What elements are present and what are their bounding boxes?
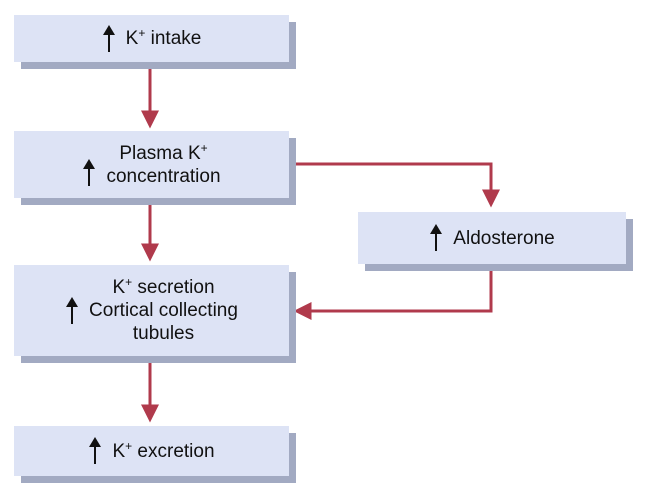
plasma-line-2: concentration: [106, 165, 221, 187]
excretion-text: excretion: [132, 440, 215, 462]
k-charge: +: [125, 275, 133, 289]
k-charge: +: [125, 438, 133, 453]
node-plasma-k-concentration: Plasma K+ concentration: [14, 131, 289, 198]
node-k-excretion-label: K+ excretion: [112, 440, 214, 463]
secretion-text: secretion: [132, 277, 215, 298]
arrow-up-icon: [430, 224, 443, 251]
secretion-line-2: Cortical collecting: [89, 300, 238, 321]
secretion-line-3: tubules: [132, 323, 195, 344]
node-aldosterone-label: Aldosterone: [453, 227, 555, 249]
node-k-intake-label: K+ intake: [126, 27, 202, 50]
k-symbol: K: [112, 440, 126, 462]
arrow-up-icon: [89, 437, 102, 464]
arrow-aldosterone-to-secretion: [293, 264, 493, 320]
node-secretion-label: K+ secretion Cortical collecting tubules: [89, 276, 238, 345]
node-k-excretion: K+ excretion: [14, 426, 289, 476]
k-symbol: K: [112, 277, 126, 298]
k-charge: +: [138, 26, 146, 40]
node-k-secretion: K+ secretion Cortical collecting tubules: [14, 265, 289, 356]
plasma-line-1: Plasma K+: [106, 142, 220, 165]
node-plasma-label: Plasma K+ concentration: [106, 142, 220, 188]
arrow-up-icon: [66, 296, 79, 324]
plasma-text: Plasma K: [119, 142, 201, 164]
k-charge: +: [200, 140, 208, 155]
arrow-up-icon: [83, 159, 96, 186]
intake-text: intake: [145, 28, 202, 49]
k-symbol: K: [125, 28, 139, 49]
node-k-intake: K+ intake: [14, 15, 289, 62]
arrow-up-icon: [102, 24, 115, 52]
node-aldosterone: Aldosterone: [358, 212, 626, 264]
arrow-plasma-to-aldosterone: [289, 162, 500, 208]
secretion-line-1: K+ secretion: [89, 276, 238, 299]
